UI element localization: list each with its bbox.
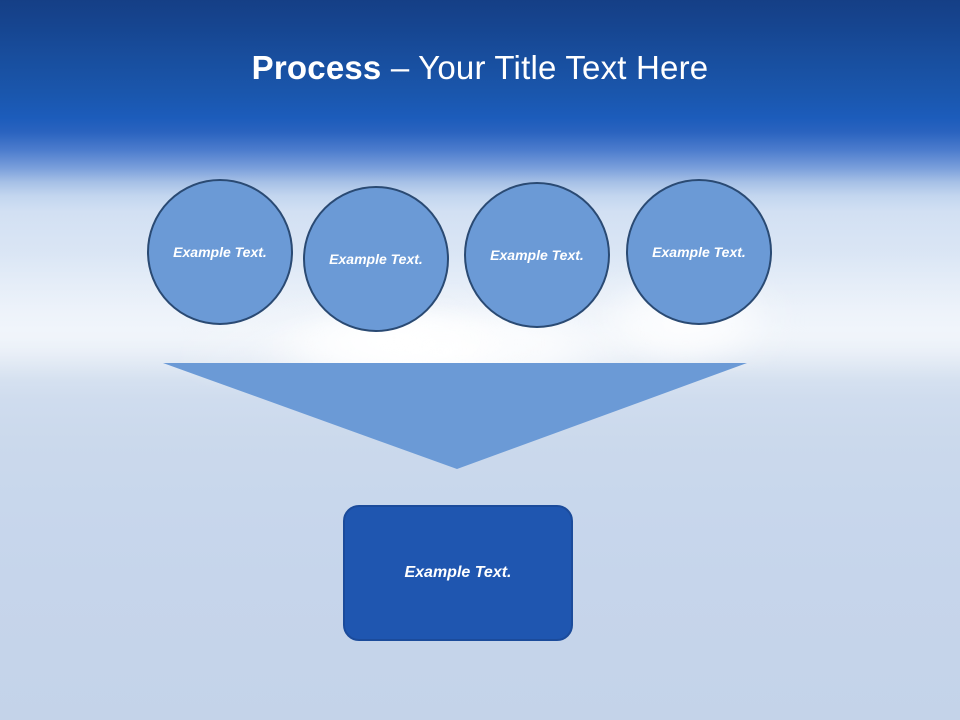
page-title-rest: – Your Title Text Here [381, 49, 709, 86]
process-circle-label: Example Text. [173, 244, 267, 260]
process-circle-label: Example Text. [490, 247, 584, 263]
result-box[interactable]: Example Text. [343, 505, 573, 641]
page-title-strong: Process [251, 49, 382, 86]
down-arrow-icon[interactable] [163, 363, 747, 469]
process-circle-label: Example Text. [652, 244, 746, 260]
process-circle-3[interactable]: Example Text. [464, 182, 610, 328]
process-circle-label: Example Text. [329, 251, 423, 267]
page-title: Process – Your Title Text Here [0, 48, 960, 88]
process-circle-1[interactable]: Example Text. [147, 179, 293, 325]
result-box-label: Example Text. [404, 564, 512, 581]
process-circle-4[interactable]: Example Text. [626, 179, 772, 325]
process-circle-2[interactable]: Example Text. [303, 186, 449, 332]
